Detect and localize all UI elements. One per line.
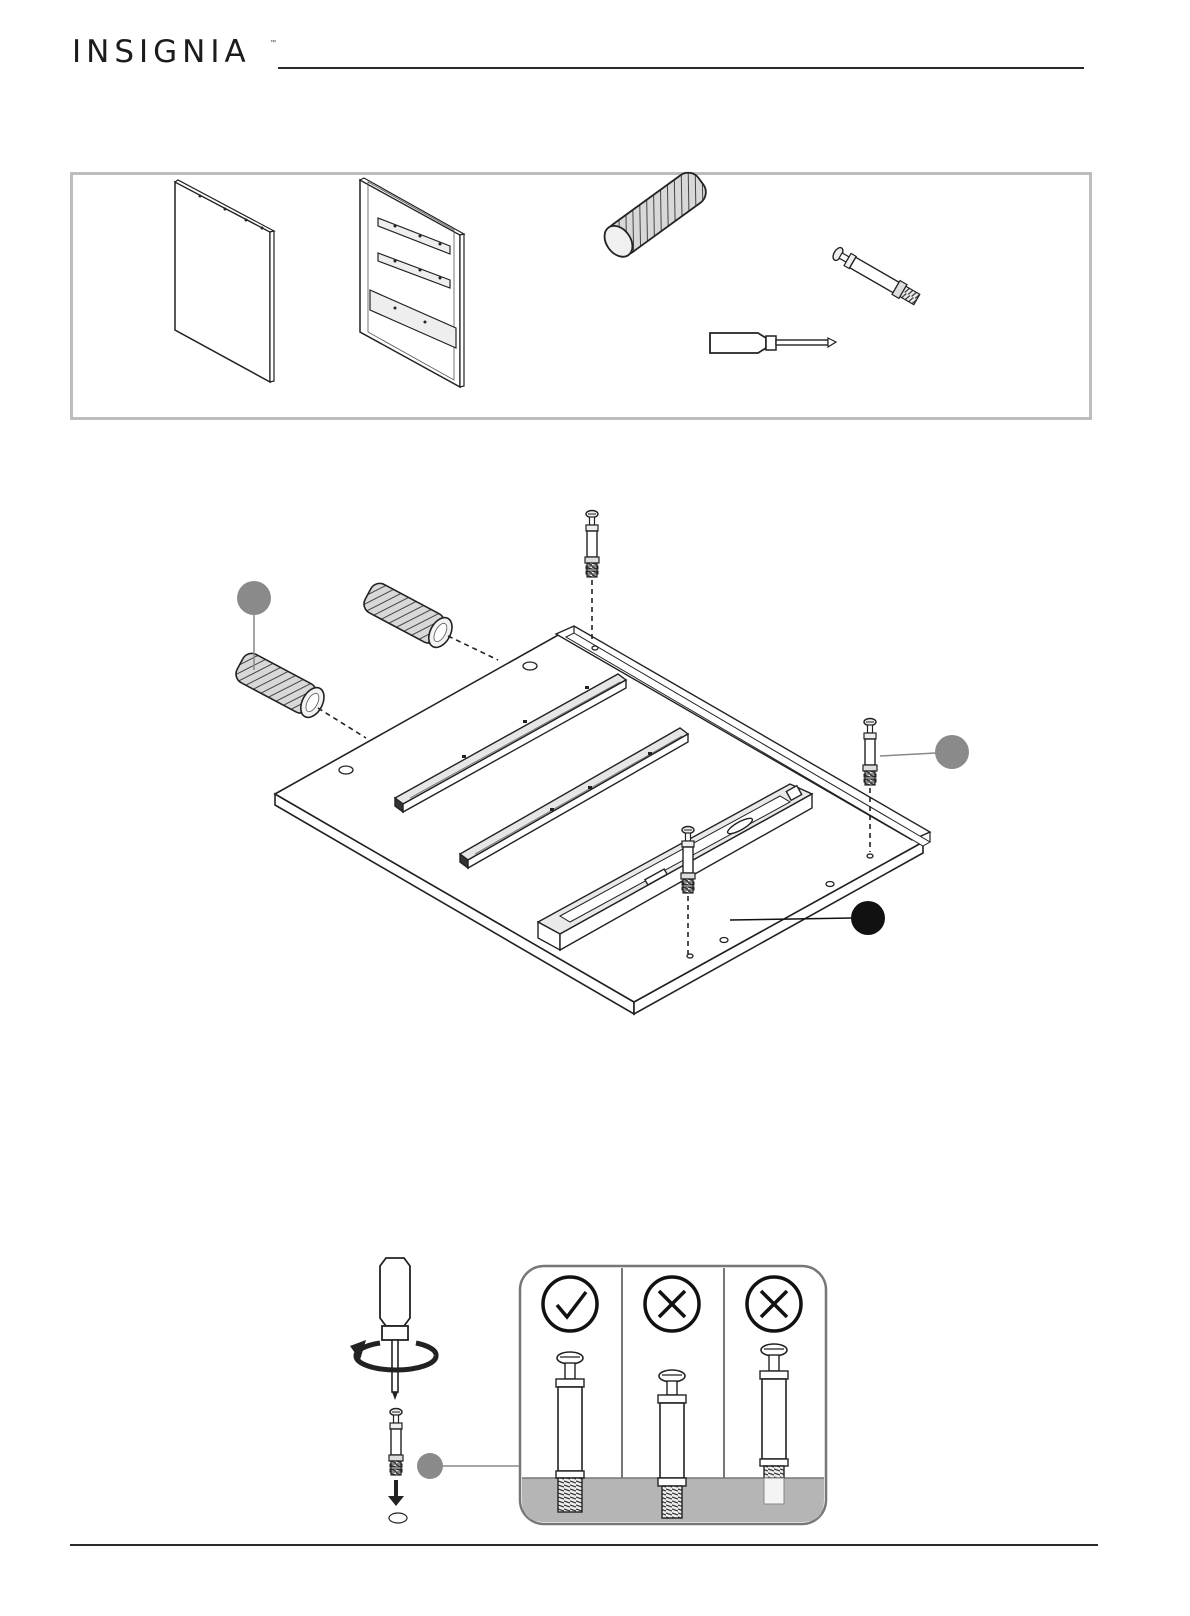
footer-rule — [70, 1544, 1098, 1546]
screwdriver-detail-icon — [380, 1258, 410, 1400]
cam-bolt-top — [585, 511, 599, 578]
callout-cam-bolt-detail — [417, 1453, 520, 1479]
cam-bolt-detail — [389, 1409, 403, 1476]
cam-bolt-icon — [831, 245, 921, 306]
x-mark-icon — [747, 1277, 801, 1331]
main-assembly — [275, 626, 930, 1014]
insert-arrow-icon — [388, 1480, 407, 1523]
callout-dowel — [237, 581, 271, 670]
dowel-back — [360, 580, 456, 651]
plain-panel-icon — [175, 180, 274, 382]
cam-bolt-right — [863, 719, 877, 786]
screwdriver-icon — [710, 333, 836, 353]
callout-cam-bolt — [880, 735, 969, 769]
dowel-front — [232, 650, 328, 721]
dowel-icon — [599, 168, 711, 263]
x-mark-icon — [645, 1277, 699, 1331]
check-mark-icon — [543, 1277, 597, 1331]
slide-panel-icon — [360, 178, 464, 387]
